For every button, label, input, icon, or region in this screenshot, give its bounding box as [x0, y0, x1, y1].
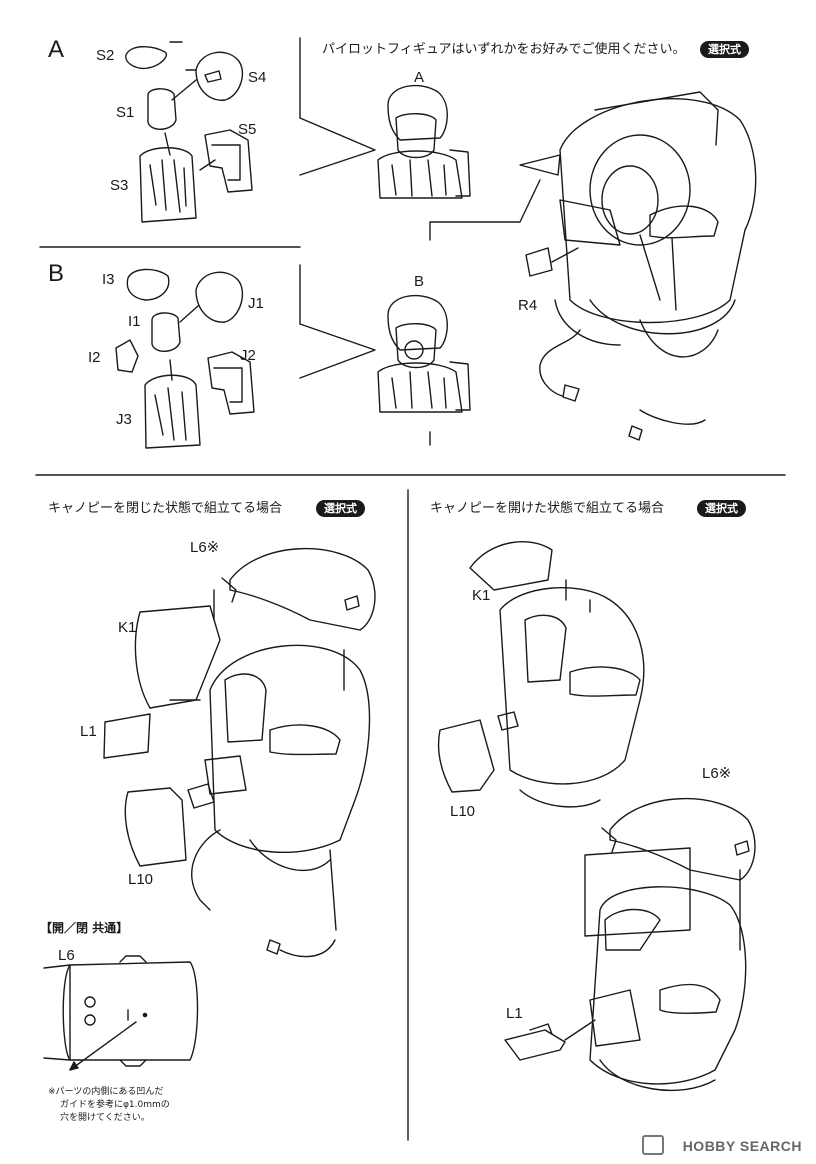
part-label-s1: S1 [116, 104, 135, 121]
hole-note-line-1: ※パーツの内側にある凹んだ [48, 1087, 164, 1097]
pilot-preview-b [377, 294, 471, 413]
preview-label-a: A [414, 69, 425, 86]
part-label-j3: J3 [116, 411, 132, 428]
part-label-l10-open: L10 [450, 803, 476, 820]
variant-a-parts [125, 41, 253, 223]
hole-note-line-2: ガイドを参考にφ1.0mmの [60, 1100, 170, 1110]
part-label-j1: J1 [248, 295, 264, 312]
part-label-l6-common: L6 [58, 947, 75, 964]
part-label-s5: S5 [238, 121, 257, 138]
pod-top [519, 91, 757, 441]
variant-a-letter: A [48, 36, 65, 63]
select-badge-closed: 選択式 [316, 500, 365, 517]
preview-label-b: B [414, 273, 425, 290]
variant-b-letter: B [48, 260, 65, 287]
callout-b [299, 323, 376, 379]
part-label-s3: S3 [110, 177, 129, 194]
part-label-j2: J2 [240, 347, 256, 364]
part-label-k1-open: K1 [472, 587, 491, 604]
common-l6-detail [43, 955, 199, 1071]
part-label-l1-closed: L1 [80, 723, 97, 740]
part-label-l6-closed: L6※ [190, 539, 220, 556]
callout-pilot-line [429, 179, 541, 241]
part-label-l10-closed: L10 [128, 871, 154, 888]
select-badge-top: 選択式 [700, 41, 749, 58]
hole-note-line-3: 穴を開けてください。 [60, 1113, 150, 1123]
open-assembly-lower [504, 798, 756, 1092]
part-label-l1-open: L1 [506, 1005, 523, 1022]
part-label-l6-open: L6※ [702, 765, 732, 782]
part-label-k1-closed: K1 [118, 619, 137, 636]
open-canopy-title: キャノピーを開けた状態で組立てる場合 [430, 501, 665, 516]
part-label-s2: S2 [96, 47, 115, 64]
part-label-r4: R4 [518, 297, 538, 314]
pilot-preview-a [377, 84, 471, 199]
common-section-title: 【開／閉 共通】 [40, 921, 129, 935]
part-label-i1: I1 [128, 313, 141, 330]
watermark: HOBBY SEARCH [682, 1138, 802, 1154]
callout-a [299, 117, 376, 176]
select-badge-open: 選択式 [697, 500, 746, 517]
part-label-i2: I2 [88, 349, 101, 366]
part-label-i3: I3 [102, 271, 115, 288]
pilot-figure-note: パイロットフィギュアはいずれかをお好みでご使用ください。 [322, 42, 686, 57]
closed-canopy-title: キャノピーを閉じた状態で組立てる場合 [48, 501, 283, 516]
variant-b-parts [115, 268, 255, 449]
part-label-s4: S4 [248, 69, 267, 86]
open-assembly-upper [437, 541, 645, 808]
watermark-logo-icon [642, 1135, 664, 1155]
closed-assembly [103, 548, 376, 958]
